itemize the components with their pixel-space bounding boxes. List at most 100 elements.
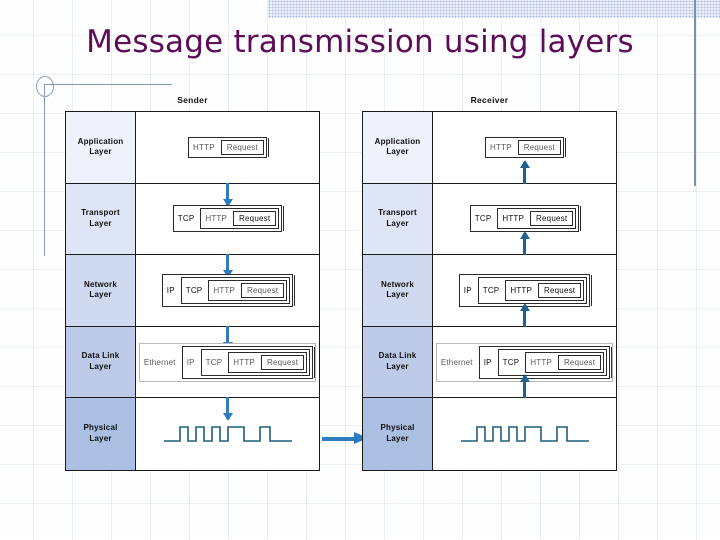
layer-label-transport: Transport Layer <box>363 183 433 255</box>
packet-segment-request: Request <box>517 139 561 155</box>
packet-datalink: Ethernet IP TCP HTTP Request <box>435 342 614 382</box>
packet-segment-http: HTTP <box>530 357 552 367</box>
packet-segment-ip: IP <box>166 285 175 295</box>
layer-label-line1: Physical <box>380 423 415 433</box>
packet-nest: IP TCP HTTP Request <box>478 345 611 379</box>
packet-segment-tcp: TCP <box>185 285 203 295</box>
horizontal-rule-left <box>44 84 172 85</box>
layer-row-datalink: Data Link Layer Ethernet IP TCP HTTP Req… <box>363 302 616 399</box>
layer-row-network: Network Layer IP TCP HTTP Request <box>66 255 319 350</box>
layer-label-line1: Data Link <box>81 351 120 361</box>
layer-label-line2: Layer <box>89 290 112 300</box>
arrow-shaft <box>322 436 356 441</box>
packet-segment-http: HTTP <box>233 357 255 367</box>
layer-label-line2: Layer <box>386 362 409 372</box>
packet-segment-request: Request <box>220 139 264 155</box>
layer-label-application: Application Layer <box>66 112 136 183</box>
packet-segment-http: HTTP <box>205 214 228 224</box>
packet-segment-request: Request <box>233 211 277 227</box>
layer-label-line2: Layer <box>89 362 112 372</box>
layer-label-network: Network Layer <box>363 255 433 326</box>
packet-segment-request: Request <box>241 282 285 298</box>
layer-label-physical: Physical Layer <box>66 398 136 470</box>
packet-nest-inner: HTTP Request <box>505 279 585 301</box>
packet-datalink: Ethernet IP TCP HTTP Request <box>138 342 317 382</box>
layer-row-transport: Transport Layer TCP HTTP Request <box>363 159 616 256</box>
packet-network: IP TCP HTTP Request <box>161 273 294 307</box>
packet-segment-http: HTTP <box>502 214 525 224</box>
packet-segment-request: Request <box>260 354 305 370</box>
layer-label-line2: Layer <box>386 147 409 157</box>
top-hatched-band <box>268 0 720 18</box>
layer-label-line1: Transport <box>81 208 120 218</box>
layer-label-line1: Transport <box>378 208 417 218</box>
layer-row-application: Application Layer HTTP Request <box>66 112 319 207</box>
packet-network: IP TCP HTTP Request <box>458 273 591 307</box>
layer-label-line1: Physical <box>83 423 118 433</box>
layer-row-datalink: Data Link Layer Ethernet IP TCP HTTP Req… <box>66 326 319 422</box>
packet-transport: TCP HTTP Request <box>172 205 283 233</box>
layer-label-transport: Transport Layer <box>66 183 136 255</box>
packet-segment-ip: IP <box>463 285 472 295</box>
packet-nest-inner: TCP HTTP Request <box>200 348 311 376</box>
layer-label-application: Application Layer <box>363 112 433 183</box>
packet-segment-ip: IP <box>186 357 195 367</box>
packet-segment-tcp: TCP <box>502 357 520 367</box>
square-wave-signal-icon <box>163 426 292 442</box>
packet-segment-ethernet: Ethernet <box>440 357 473 367</box>
layer-body-physical <box>433 374 616 470</box>
packet-segment-tcp: TCP <box>482 285 500 295</box>
packet-nest-inner2: HTTP Request <box>525 351 605 373</box>
layer-body-transport: TCP HTTP Request <box>136 184 319 279</box>
packet-nest: HTTP Request <box>200 208 280 230</box>
layer-body-transport: TCP HTTP Request <box>433 159 616 255</box>
packet-segment-tcp: TCP <box>205 357 223 367</box>
packet-application: HTTP Request <box>485 136 564 158</box>
layer-row-transport: Transport Layer TCP HTTP Request <box>66 183 319 279</box>
packet-segment-request: Request <box>557 354 602 370</box>
layer-label-line1: Network <box>84 279 117 289</box>
layer-body-datalink: Ethernet IP TCP HTTP Request <box>136 327 319 422</box>
packet-nest-inner: HTTP Request <box>208 279 288 301</box>
sender-caption: Sender <box>177 95 208 105</box>
layer-body-application: HTTP Request <box>433 112 616 183</box>
layer-label-line2: Layer <box>386 290 409 300</box>
layer-label-line1: Application <box>374 136 421 146</box>
layer-body-application: HTTP Request <box>136 112 319 207</box>
vertical-rule-right <box>694 0 696 186</box>
layer-label-line2: Layer <box>386 218 409 228</box>
packet-segment-ip: IP <box>483 357 492 367</box>
packet-segment-request: Request <box>538 282 582 298</box>
layer-label-physical: Physical Layer <box>363 398 433 470</box>
packet-segment-http: HTTP <box>193 142 215 152</box>
packet-segment-http: HTTP <box>490 142 512 152</box>
packet-nest-inner: TCP HTTP Request <box>497 348 608 376</box>
layer-label-datalink: Data Link Layer <box>363 326 433 398</box>
layer-row-network: Network Layer IP TCP HTTP Request <box>363 231 616 327</box>
layer-body-network: IP TCP HTTP Request <box>433 231 616 326</box>
packet-segment-ethernet: Ethernet <box>143 357 176 367</box>
layer-body-physical <box>136 398 319 470</box>
packet-nest-inner2: HTTP Request <box>228 351 308 373</box>
layer-row-physical: Physical Layer <box>363 374 616 470</box>
packet-nest: IP TCP HTTP Request <box>181 345 314 379</box>
circle-outline-icon <box>36 76 54 97</box>
layer-label-line2: Layer <box>89 147 112 157</box>
packet-nest: HTTP Request <box>497 208 577 230</box>
layer-label-line1: Network <box>381 279 414 289</box>
layer-label-datalink: Data Link Layer <box>66 326 136 398</box>
layer-label-line2: Layer <box>89 218 112 228</box>
layer-body-network: IP TCP HTTP Request <box>136 255 319 350</box>
layer-row-application: Application Layer HTTP Request <box>363 112 616 184</box>
packet-segment-request: Request <box>530 211 574 227</box>
layer-label-line2: Layer <box>386 434 409 444</box>
packet-segment-tcp: TCP <box>474 214 492 224</box>
packet-segment-tcp: TCP <box>177 214 195 224</box>
layer-label-network: Network Layer <box>66 255 136 326</box>
packet-transport: TCP HTTP Request <box>469 205 580 233</box>
packet-segment-http: HTTP <box>213 285 236 295</box>
square-wave-signal-icon <box>460 426 589 442</box>
packet-nest: TCP HTTP Request <box>477 276 588 304</box>
packet-application: HTTP Request <box>188 136 267 158</box>
layer-label-line2: Layer <box>89 434 112 444</box>
